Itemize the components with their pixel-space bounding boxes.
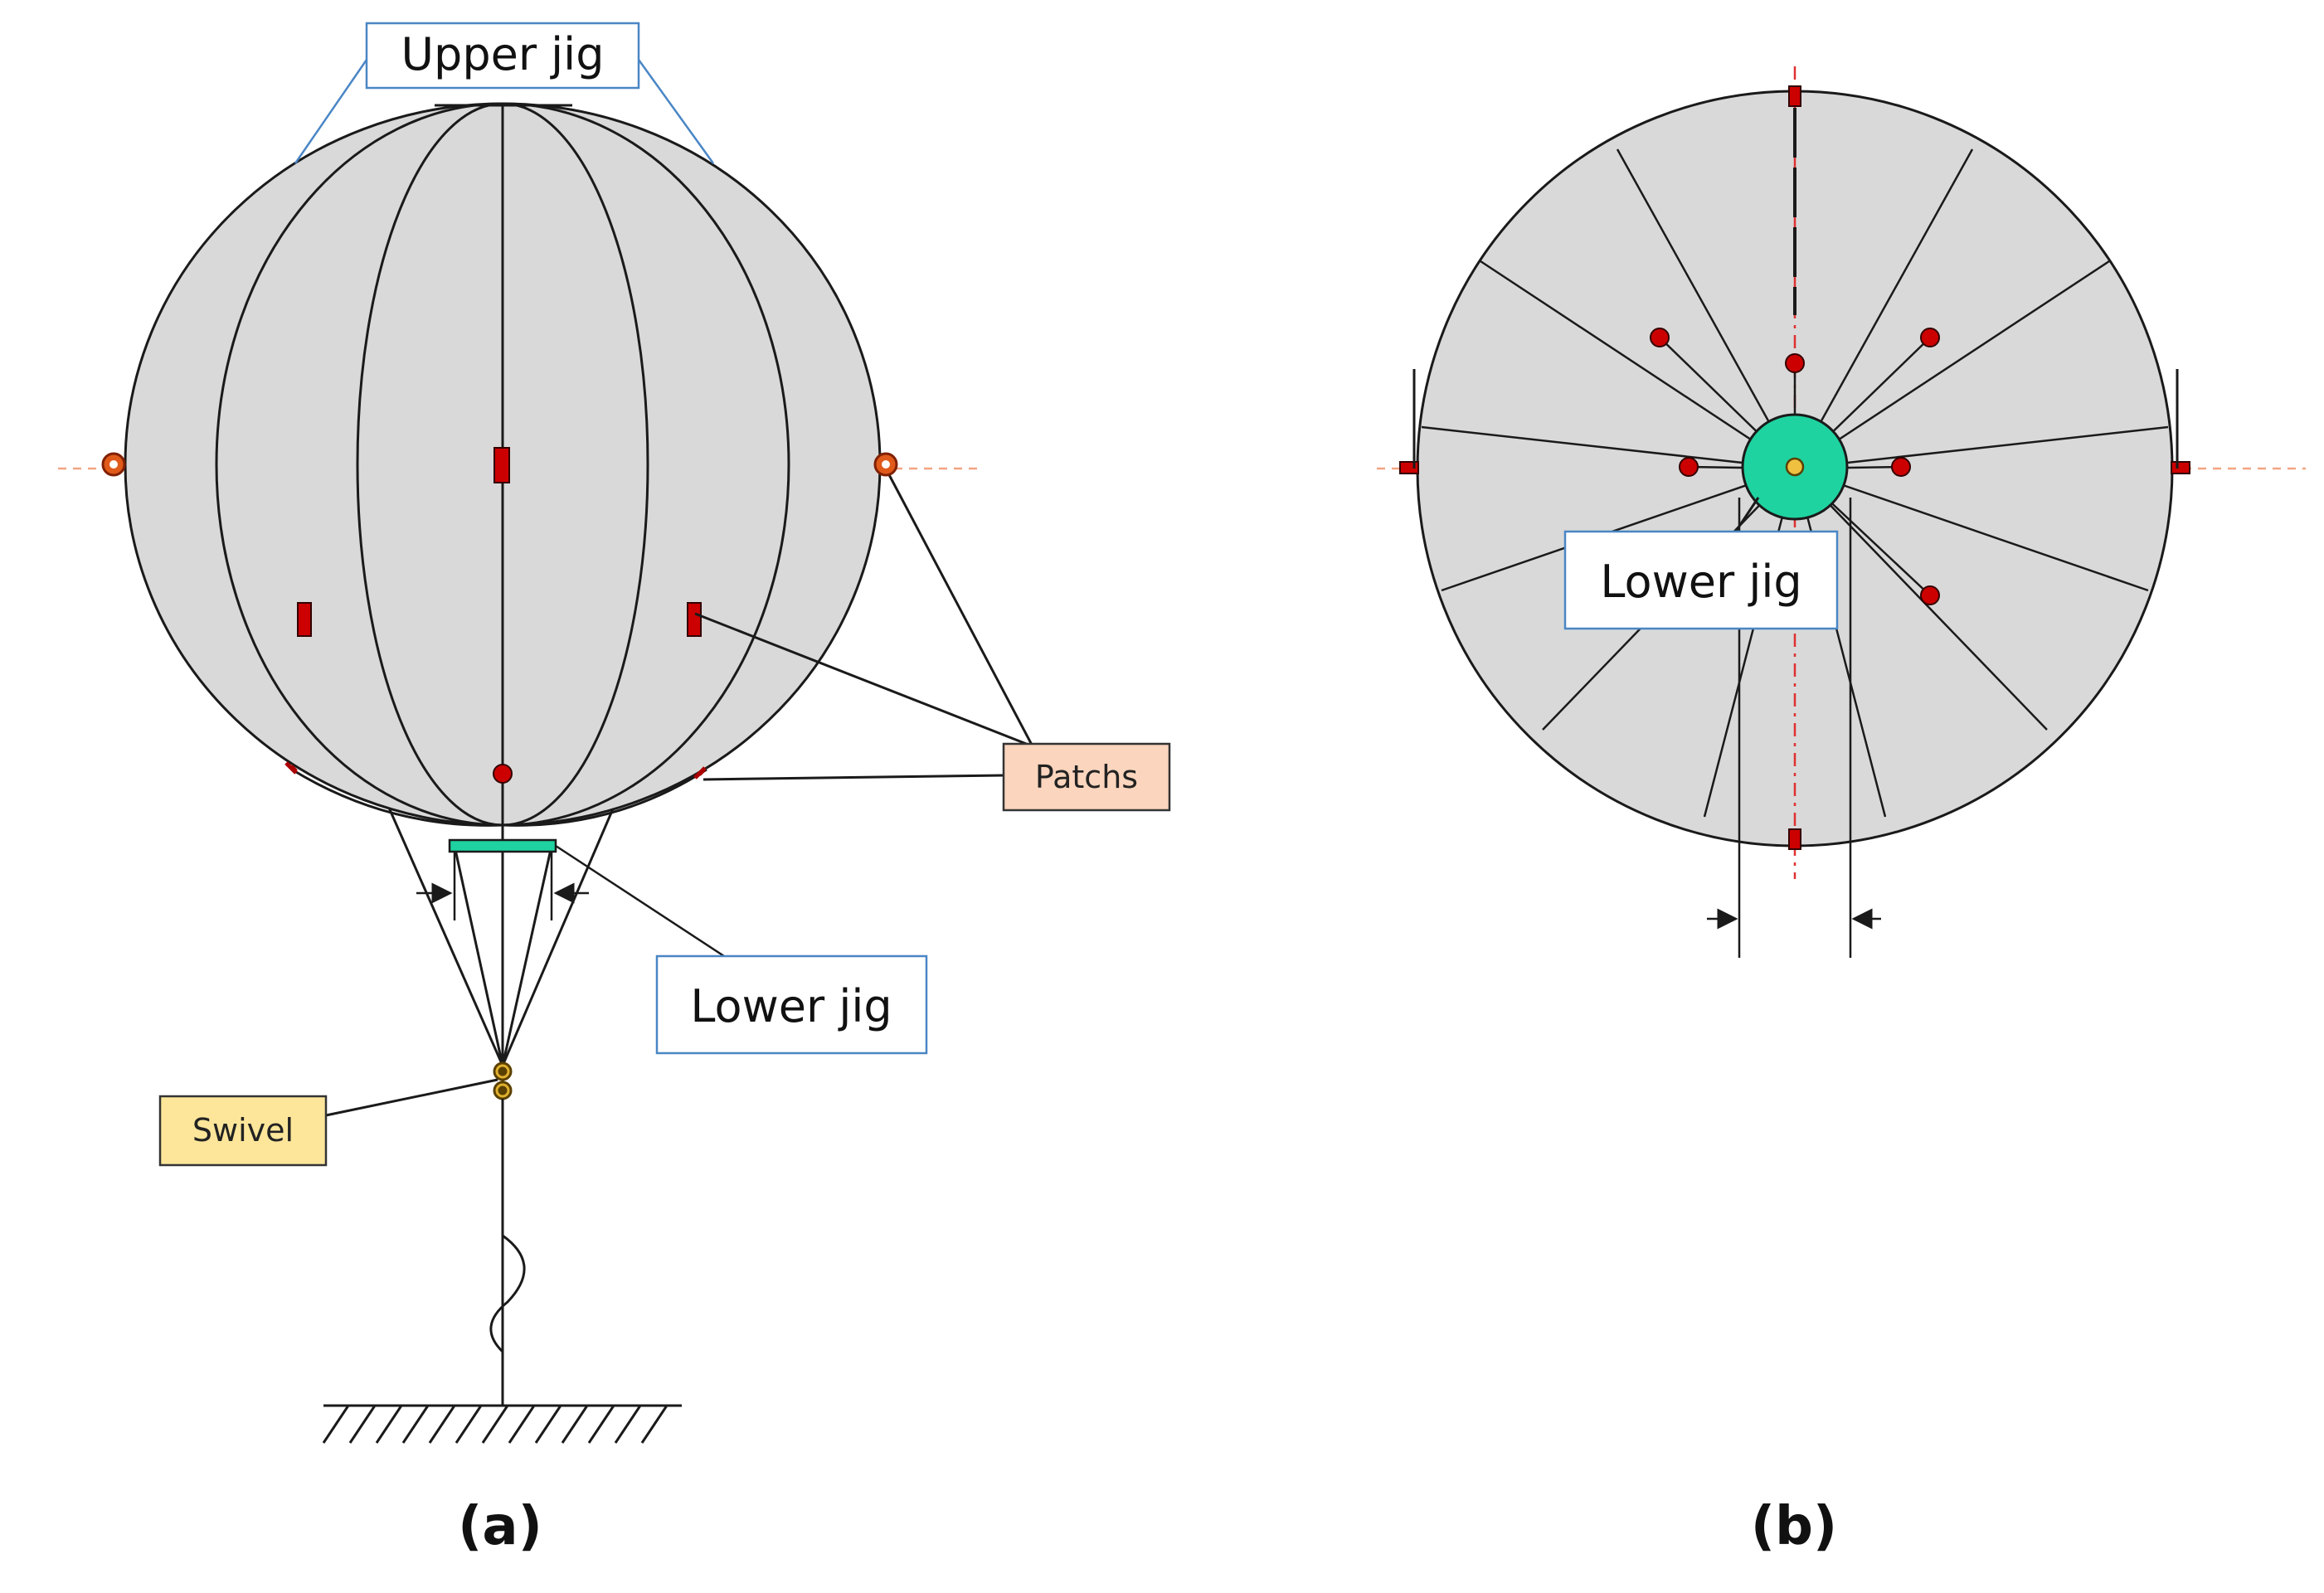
patches-a	[101, 447, 898, 784]
patch-dot	[493, 764, 513, 784]
panel-b: Lower jig (b)	[1377, 66, 2306, 1557]
tether-a	[489, 1099, 526, 1406]
patchs-label: Patchs	[1035, 759, 1138, 795]
patch	[687, 602, 702, 637]
swivel-icon	[493, 1061, 513, 1100]
patch	[493, 447, 510, 483]
lower-jig-label-b: Lower jig	[1600, 556, 1801, 608]
swivel-label: Swivel	[192, 1112, 294, 1149]
upper-jig-callout	[365, 22, 640, 90]
patch-small-left	[284, 761, 298, 775]
patch	[297, 602, 312, 637]
lower-jig-label-a: Lower jig	[690, 980, 892, 1032]
lower-jig-plate-a	[448, 838, 557, 853]
lower-jig-callout-a	[655, 954, 928, 1055]
patch-small-right	[693, 766, 707, 780]
caption-b: (b)	[1751, 1496, 1837, 1557]
ground-hatch	[322, 1404, 682, 1444]
lower-jig-callout-b	[1563, 530, 1839, 630]
swivel-callout	[158, 1095, 328, 1167]
patches-b	[1399, 85, 2190, 850]
patchs-callout	[1002, 742, 1171, 812]
caption-a: (a)	[458, 1496, 542, 1557]
gore-lines-b	[1421, 148, 2169, 818]
panel-a: Upper jig Patchs Lower jig Swivel (a)	[58, 22, 1171, 1557]
upper-jig-label: Upper jig	[401, 28, 605, 80]
